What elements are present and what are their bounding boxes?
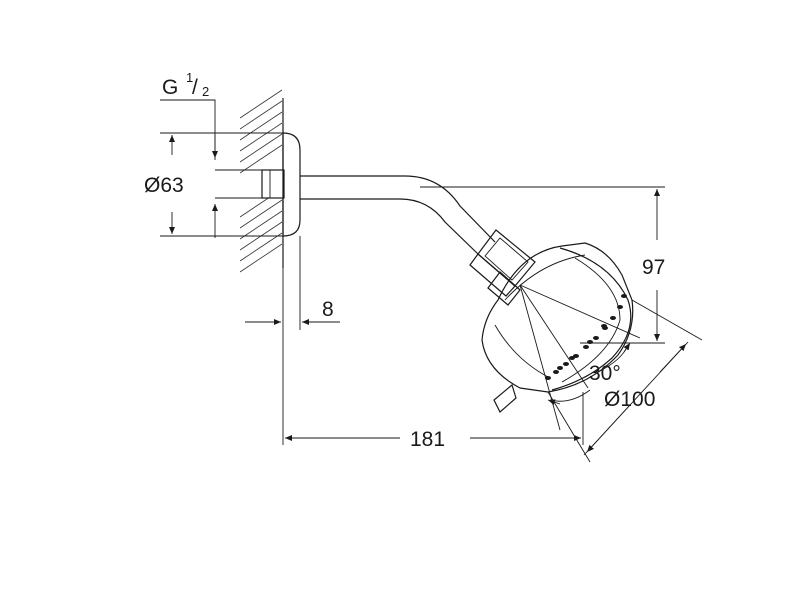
wall-hatch-line xyxy=(239,111,283,141)
projection-label: 181 xyxy=(410,428,445,451)
wall-hatch-line xyxy=(239,199,283,229)
thread-letter-label: G xyxy=(162,76,178,99)
thread-numerator-label: 1 xyxy=(186,70,193,85)
nozzle xyxy=(583,345,589,349)
height-label: 97 xyxy=(642,256,665,279)
nozzle xyxy=(563,362,569,366)
wall-flange xyxy=(261,132,301,237)
thread-slash-label: / xyxy=(192,76,198,99)
dim-flange-diameter xyxy=(160,132,283,237)
nozzle xyxy=(593,336,599,340)
flange-diameter-label: Ø63 xyxy=(144,174,184,197)
wall-hatch-line xyxy=(239,210,283,240)
wall-hatch-line xyxy=(239,133,283,163)
wall-hatch-line xyxy=(239,122,283,152)
head-diameter-label: Ø100 xyxy=(604,388,655,411)
nozzle xyxy=(545,376,551,380)
thread-denominator-label: 2 xyxy=(202,84,209,99)
nozzle xyxy=(553,370,559,374)
nozzle xyxy=(610,316,616,320)
wall-hatch-line xyxy=(239,144,283,174)
wall-hatch-line xyxy=(239,243,283,273)
shower-head xyxy=(481,242,634,413)
nozzle xyxy=(601,324,607,328)
angle-label: 30° xyxy=(589,362,621,385)
nozzle xyxy=(557,366,563,370)
nozzle xyxy=(569,356,575,360)
dim-projection xyxy=(282,268,584,445)
shower-arm xyxy=(300,175,536,306)
dim-head-diameter xyxy=(547,299,703,463)
dim-thread xyxy=(160,99,262,238)
wall-hatch-line xyxy=(239,232,283,262)
dim-angle xyxy=(547,342,631,406)
nozzle xyxy=(621,294,627,298)
nozzle xyxy=(617,305,623,309)
wall-hatch-line xyxy=(239,89,283,119)
dim-height xyxy=(420,186,665,344)
wall-hatch-line xyxy=(239,100,283,130)
head-axis-lines xyxy=(519,284,641,431)
dim-wall-offset xyxy=(245,236,340,330)
wall-offset-label: 8 xyxy=(322,298,334,321)
